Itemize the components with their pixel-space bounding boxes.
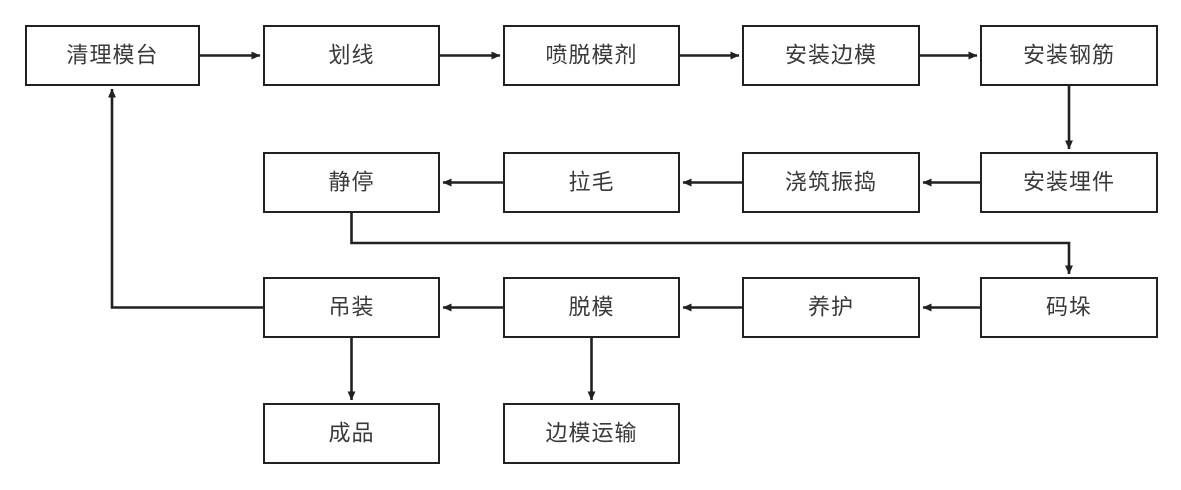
node-clean-mold-table[interactable]: 清理模台: [25, 25, 200, 86]
node-label: 拉毛: [568, 169, 615, 194]
node-marking[interactable]: 划线: [263, 25, 440, 86]
node-label: 浇筑振捣: [784, 169, 877, 194]
node-roughening[interactable]: 拉毛: [503, 152, 680, 213]
node-side-mold-transport[interactable]: 边模运输: [503, 403, 680, 464]
node-resting[interactable]: 静停: [263, 152, 440, 213]
node-label: 码垛: [1045, 294, 1092, 319]
node-label: 脱模: [568, 294, 615, 319]
node-label: 吊装: [328, 294, 375, 319]
node-label: 喷脱模剂: [545, 42, 638, 67]
node-stacking[interactable]: 码垛: [980, 277, 1158, 338]
node-curing[interactable]: 养护: [742, 277, 920, 338]
node-install-side-mold[interactable]: 安装边模: [742, 25, 920, 86]
node-label: 划线: [328, 42, 375, 67]
node-pouring-vibrating[interactable]: 浇筑振捣: [742, 152, 920, 213]
edge-resting-to-stacking: [350, 213, 1073, 275]
node-label: 养护: [807, 294, 854, 319]
node-spray-release-agent[interactable]: 喷脱模剂: [503, 25, 680, 86]
node-install-rebar[interactable]: 安装钢筋: [980, 25, 1158, 86]
node-finished-product[interactable]: 成品: [263, 403, 440, 464]
node-demolding[interactable]: 脱模: [503, 277, 680, 338]
node-label: 安装边模: [784, 42, 877, 67]
node-label: 边模运输: [545, 420, 638, 445]
node-hoisting[interactable]: 吊装: [263, 277, 440, 338]
node-label: 成品: [328, 420, 375, 445]
node-label: 安装埋件: [1022, 169, 1115, 194]
edge-hoisting-to-clean-feedback: [108, 88, 263, 309]
node-label: 安装钢筋: [1022, 42, 1115, 67]
node-label: 静停: [328, 169, 375, 194]
node-label: 清理模台: [66, 42, 159, 67]
node-install-embedded-parts[interactable]: 安装埋件: [980, 152, 1158, 213]
